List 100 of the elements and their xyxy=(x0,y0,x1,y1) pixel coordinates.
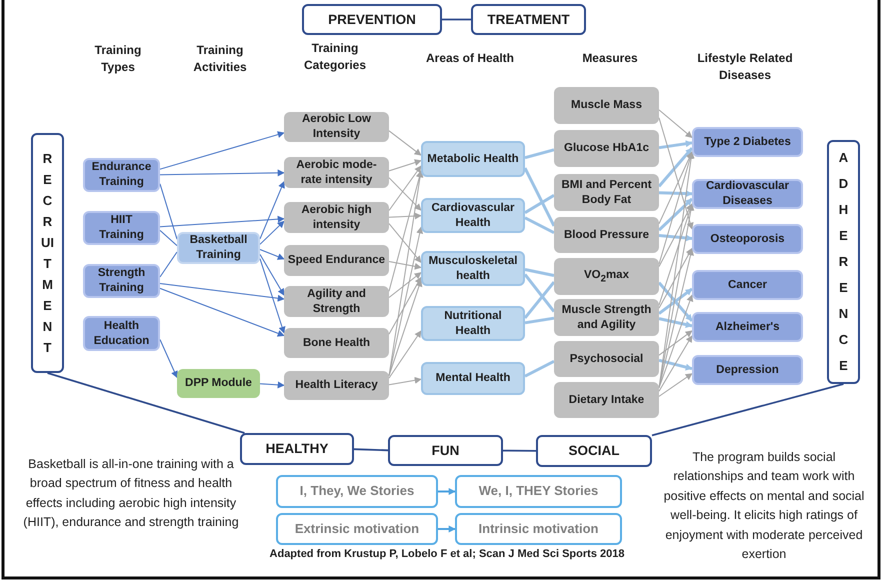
box-label: Basketball Training xyxy=(188,233,248,263)
arrow xyxy=(658,151,694,265)
arrow xyxy=(438,526,456,532)
category-box xyxy=(284,371,389,400)
arrow xyxy=(658,151,693,224)
theme-box xyxy=(471,4,586,35)
column-header: Areas of Health xyxy=(424,50,516,67)
arrow xyxy=(658,330,693,356)
arrow xyxy=(388,165,422,211)
training-type-box xyxy=(83,316,160,351)
disease-box xyxy=(692,127,803,157)
box-label: Nutritional Health xyxy=(443,308,503,338)
box-label: Health Education xyxy=(92,318,150,348)
arrow xyxy=(260,220,284,245)
arrow xyxy=(260,258,286,334)
connector-line xyxy=(442,18,471,20)
box-label: Cardiovascular Diseases xyxy=(704,179,790,209)
activity-box xyxy=(177,232,260,264)
arrow xyxy=(388,170,424,376)
arrow xyxy=(388,170,423,292)
training-type-box xyxy=(83,158,160,192)
area-box xyxy=(421,198,525,233)
category-box xyxy=(554,299,659,336)
connector-line xyxy=(524,148,554,160)
training-type-box xyxy=(83,211,160,245)
box-label: Health Literacy xyxy=(295,378,378,393)
arrow xyxy=(388,272,422,298)
box-label: FUN xyxy=(432,442,460,460)
citation-text: Adapted from Krustup P, Lobelo F et al; Scan J Med Sci Sports 2018 xyxy=(268,548,626,560)
box-label: Cardiovascular Health xyxy=(430,200,516,230)
box-label: Blood Pressure xyxy=(564,228,649,242)
box-label: Mental Health xyxy=(436,371,510,386)
category-box xyxy=(554,341,659,377)
area-box xyxy=(421,306,525,341)
arrow xyxy=(658,282,694,322)
arrow xyxy=(160,169,285,176)
box-label: RECRUITMENT xyxy=(41,150,54,357)
connector-line xyxy=(47,372,245,434)
category-box xyxy=(554,130,659,167)
connector-line xyxy=(524,281,556,319)
box-label: I, They, We Stories xyxy=(300,483,414,500)
arrow xyxy=(388,177,422,211)
category-box xyxy=(284,286,389,317)
box-label: Bone Health xyxy=(302,336,370,350)
box-label: Musculoskeletal health xyxy=(428,254,518,284)
connector-line xyxy=(160,252,178,278)
disease-box xyxy=(692,355,803,385)
arrow xyxy=(160,288,285,337)
connector-line xyxy=(652,383,844,436)
theme-box xyxy=(240,433,354,465)
category-box xyxy=(554,382,659,418)
arrow xyxy=(260,254,284,296)
box-label: Aerobic high intensity xyxy=(300,202,373,232)
connector-line xyxy=(160,230,178,246)
story-box xyxy=(276,513,438,545)
connector-line xyxy=(524,273,556,313)
arrow xyxy=(388,276,422,335)
box-label: Extrinsic motivation xyxy=(294,520,420,538)
connector-line xyxy=(503,450,536,452)
arrow xyxy=(388,330,422,379)
theme-box xyxy=(536,435,652,467)
arrow xyxy=(388,159,422,172)
arrow xyxy=(658,234,693,242)
disease-box xyxy=(692,179,803,209)
arrow xyxy=(658,147,694,188)
box-label: ADHERENCE xyxy=(838,149,850,375)
column-header: Measures xyxy=(581,50,639,67)
arrow xyxy=(388,226,424,376)
story-box xyxy=(455,475,622,508)
story-box xyxy=(276,475,438,508)
theme-box xyxy=(302,4,442,35)
arrow xyxy=(658,203,692,268)
arrow xyxy=(388,223,422,263)
arrow xyxy=(160,339,178,378)
connector-line xyxy=(524,194,555,214)
activity-box xyxy=(177,369,260,398)
box-label: Osteoporosis xyxy=(710,232,785,246)
area-box xyxy=(421,141,525,177)
box-label: Aerobic mode-rate intensity xyxy=(295,158,378,188)
box-label: Intrinsic motivation xyxy=(478,520,598,538)
box-label: DPP Module xyxy=(185,376,252,391)
arrow xyxy=(388,212,422,220)
disease-box xyxy=(692,224,803,254)
box-label: Speed Endurance xyxy=(288,253,386,268)
box-label: Agility and Strength xyxy=(306,286,367,316)
column-header: Lifestyle Related Diseases xyxy=(696,50,794,84)
category-box xyxy=(554,87,659,124)
arrow xyxy=(160,131,285,170)
category-box xyxy=(284,245,389,276)
box-label: Depression xyxy=(716,362,779,378)
column-header: Training Activities xyxy=(192,42,248,76)
connector-line xyxy=(524,316,554,324)
connector-line xyxy=(524,360,555,378)
disease-box xyxy=(692,312,803,342)
box-label: HIIT Training xyxy=(98,213,145,243)
arrow xyxy=(260,180,285,240)
description-text: The program builds social relationships and team work with positive effects on mental and social well-being. It elicits high ratings of enjoyment with moderate perceived exertion xyxy=(662,449,866,563)
category-box xyxy=(284,202,389,233)
box-label: Muscle Strength and Agility xyxy=(560,302,652,332)
arrow xyxy=(658,248,692,309)
